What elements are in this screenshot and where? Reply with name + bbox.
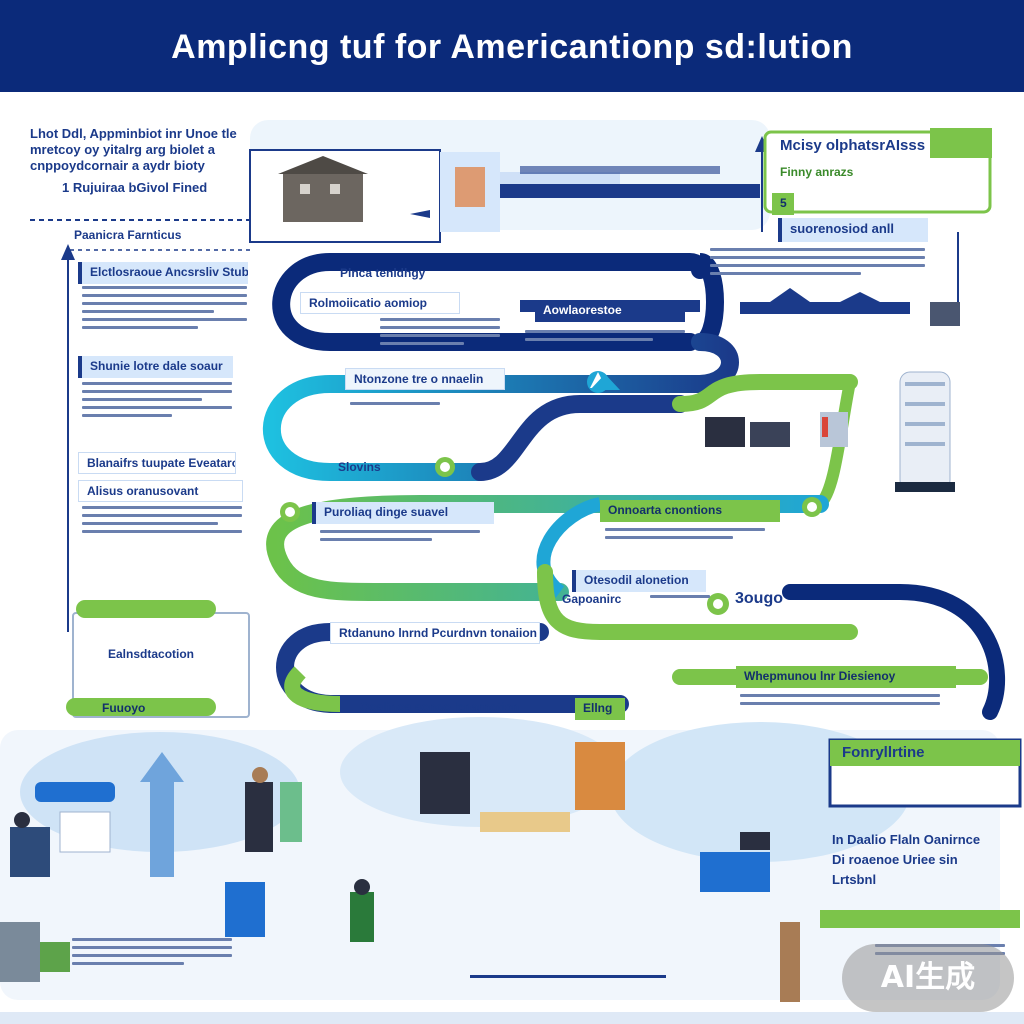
right-green-chip: 5 <box>772 193 794 215</box>
stage1-text <box>380 318 500 350</box>
stage1-bar: Rolmoiicatio aomiop <box>300 292 460 314</box>
footer-panel-title: Fonryllrtine <box>842 744 925 761</box>
stage4-tag: 3ougo <box>735 590 783 607</box>
bottom-divider <box>470 975 666 978</box>
stage5-label: Rtdanuno lnrnd Pcurdnvn tonaiion <box>330 622 540 644</box>
bottom-left-text <box>72 938 232 970</box>
right-box-text <box>710 248 925 280</box>
stage4-label: Otesodil alonetion <box>572 570 706 592</box>
left-top-label: Paanicra Farnticus <box>74 228 182 242</box>
stage2-text <box>350 402 440 410</box>
footer-panel-item-1: In Daalio Flaln Oanirnce <box>832 832 981 847</box>
stage2-label: Ntonzone tre o nnaelin <box>345 368 505 390</box>
left-box3-title: Blanaifrs tuupate Eveatarow <box>78 452 236 474</box>
title-banner <box>0 0 1024 92</box>
right-sub-label: Finny anrazs <box>780 165 854 179</box>
stage3-label: Puroliaq dinge suavel <box>312 502 494 524</box>
left-green-label: Ealnsdtacotion <box>108 647 195 661</box>
footer-panel-item-2: Di roaenoe Uriee sin <box>832 852 958 867</box>
ai-generated-watermark: AI生成 <box>842 944 1014 1012</box>
left-box1-text <box>82 286 247 334</box>
left-footer-label: Fuuoyo <box>102 701 146 715</box>
stage1-text-2 <box>525 330 685 346</box>
right-top-label: Mcisy olphatsrAIsss <box>780 137 926 154</box>
left-green-bar-bottom <box>66 698 216 716</box>
stage5-caption: Ooalinoa aonoo lenarnotion <box>360 700 520 714</box>
stage3-text <box>320 530 480 546</box>
footer-panel-item-3: Lrtsbnl <box>832 872 877 887</box>
left-box4-title: Alisus oranusovant <box>78 480 243 502</box>
requirement-text: 1 Rujuiraa bGivol Fined <box>62 180 208 195</box>
left-green-bar-top <box>76 600 216 618</box>
stage5-text <box>740 694 940 710</box>
intro-line-1: Lhot Ddl, Appminbiot inr Unoe tle <box>30 126 237 141</box>
left-box2-text <box>82 382 232 422</box>
intro-line-3: cnppoydcornair a aydr bioty <box>30 158 205 173</box>
left-box2-title: Shunie lotre dale soaur <box>78 356 233 378</box>
stage5-bar: Whepmunou lnr Diesienoy <box>736 666 956 688</box>
stage3-bar: Onnoarta cnontions <box>600 500 780 522</box>
page-title: Amplicng tuf for Americantionp sd:lution <box>171 28 853 66</box>
stage2-sub: Slovins <box>338 460 381 474</box>
stage4-sub: Gapoanirc <box>562 592 622 606</box>
stage1-bar-2: Aowlaorestoe <box>535 300 685 322</box>
intro-line-2: mretcoy oy yitalrg arg biolet a <box>30 142 215 157</box>
stage3-text-2 <box>605 528 765 544</box>
right-box-title: suorenosiod anll <box>778 218 928 242</box>
left-box4-text <box>82 506 242 538</box>
stage5-end: Ellng <box>575 698 625 720</box>
footer-band <box>0 1012 1024 1024</box>
stage4-text <box>650 595 710 603</box>
left-box1-title: Elctlosraoue Ancsrsliv Stubeaw <box>78 262 248 284</box>
stage1-label: Plnca tenldhgy <box>340 266 426 280</box>
